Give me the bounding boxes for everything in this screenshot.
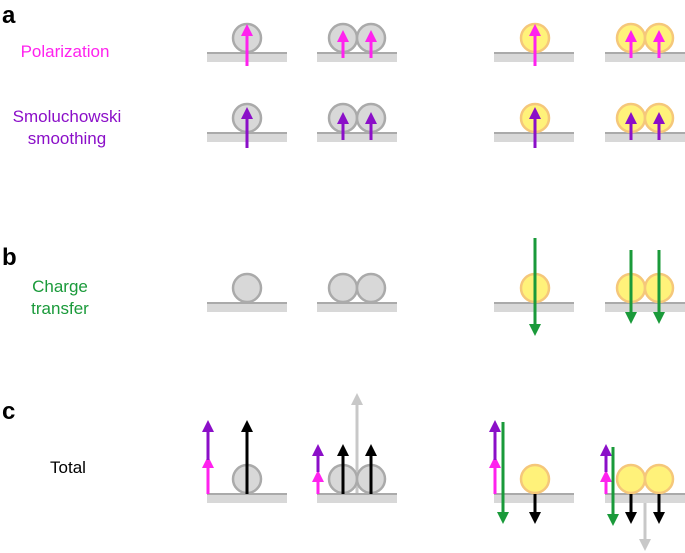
- atom-yellow: [643, 463, 675, 495]
- surface: [317, 303, 397, 312]
- label-total: Total: [50, 458, 86, 477]
- surface: [605, 133, 685, 142]
- surface: [317, 494, 397, 503]
- row-polarization: [207, 22, 685, 66]
- row-charge-transfer: [207, 238, 685, 336]
- surface: [605, 303, 685, 312]
- surface: [317, 53, 397, 62]
- atom-gray: [355, 272, 387, 304]
- panel-label-b: b: [2, 244, 17, 271]
- label-polarization: Polarization: [20, 42, 110, 61]
- surface: [207, 494, 287, 503]
- row-total: [202, 393, 685, 551]
- label-smoluchowski-smoothing: Smoluchowski smoothing: [12, 107, 122, 148]
- row-smoluchowski: [207, 102, 685, 148]
- panel-label-a: a: [2, 2, 16, 29]
- surface: [605, 53, 685, 62]
- surface: [605, 494, 685, 503]
- atom-yellow: [615, 463, 647, 495]
- label-charge-transfer: Charge transfer: [31, 277, 89, 318]
- panel-label-c: c: [2, 398, 16, 425]
- surface: [207, 303, 287, 312]
- atom-gray: [327, 272, 359, 304]
- surface: [317, 133, 397, 142]
- atom-yellow: [519, 463, 551, 495]
- atom-gray: [231, 272, 263, 304]
